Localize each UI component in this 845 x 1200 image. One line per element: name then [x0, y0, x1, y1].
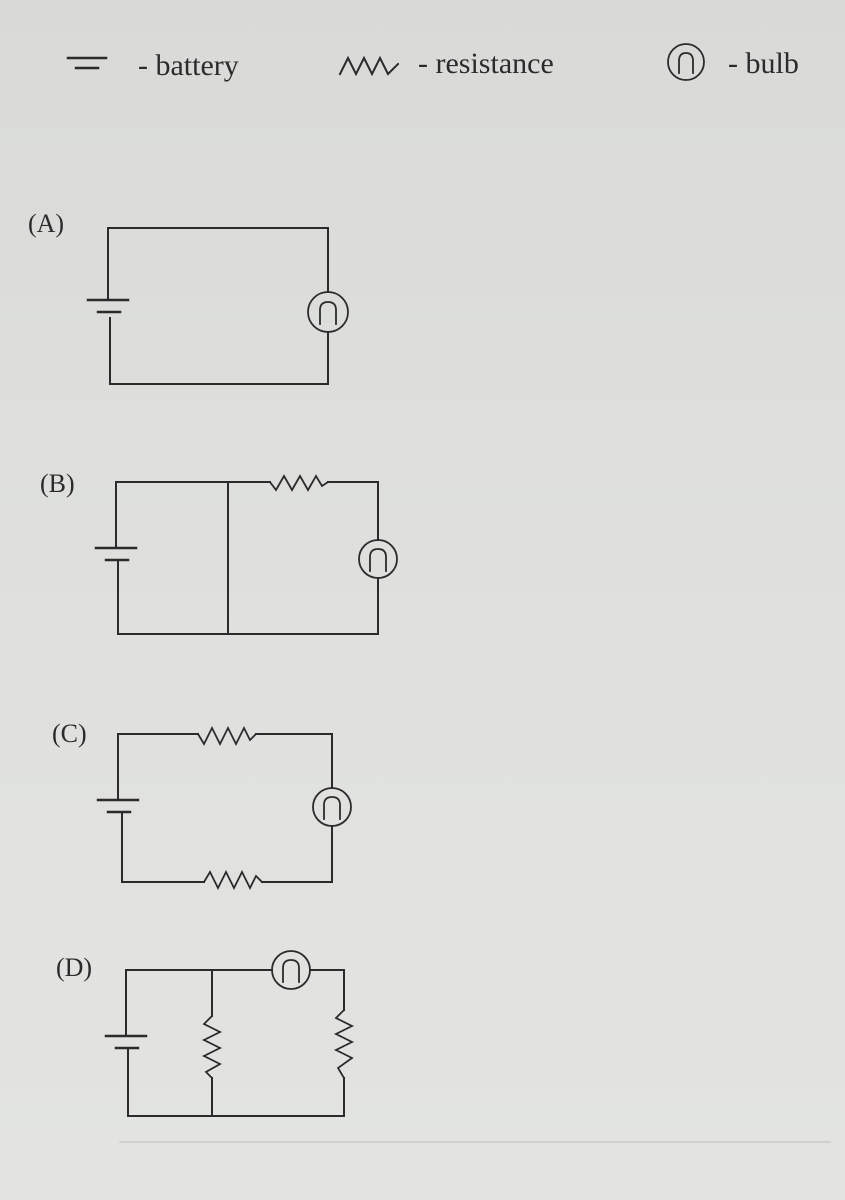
circuit-d-middle-resistance-icon [201, 1014, 223, 1080]
circuit-c-top-resistance-icon [196, 725, 258, 747]
circuit-a-battery-icon [86, 298, 130, 314]
circuit-b-label: (B) [40, 469, 75, 498]
circuit-d-battery-icon [104, 1034, 148, 1050]
circuit-d-right-resistance-icon [333, 1008, 355, 1080]
circuit-c-battery-icon [96, 798, 140, 814]
circuit-c-label: (C) [52, 719, 87, 748]
circuit-a-label: (A) [28, 209, 64, 238]
legend-bulb-label: - bulb [728, 47, 799, 80]
legend: - battery - resistance - bulb [66, 43, 799, 82]
circuit-a: (A) [28, 209, 349, 385]
legend-battery-label: - battery [138, 49, 239, 82]
circuit-b-battery-icon [94, 546, 138, 562]
circuit-c-bulb-icon [312, 787, 352, 827]
circuit-c: (C) [52, 719, 352, 891]
legend-resistance-icon [338, 55, 400, 77]
circuit-d: (D) [56, 950, 355, 1117]
circuit-d-label: (D) [56, 953, 92, 982]
circuit-d-bulb-icon [271, 950, 311, 990]
circuit-b-bulb-icon [358, 539, 398, 579]
circuit-b: (B) [40, 469, 398, 635]
circuit-c-bottom-resistance-icon [202, 869, 264, 891]
legend-bulb-icon [667, 43, 705, 81]
circuit-a-bulb-icon [307, 291, 349, 333]
legend-battery-icon [66, 56, 108, 70]
circuit-b-resistance-icon [268, 474, 330, 492]
legend-resistance-label: - resistance [418, 47, 554, 80]
